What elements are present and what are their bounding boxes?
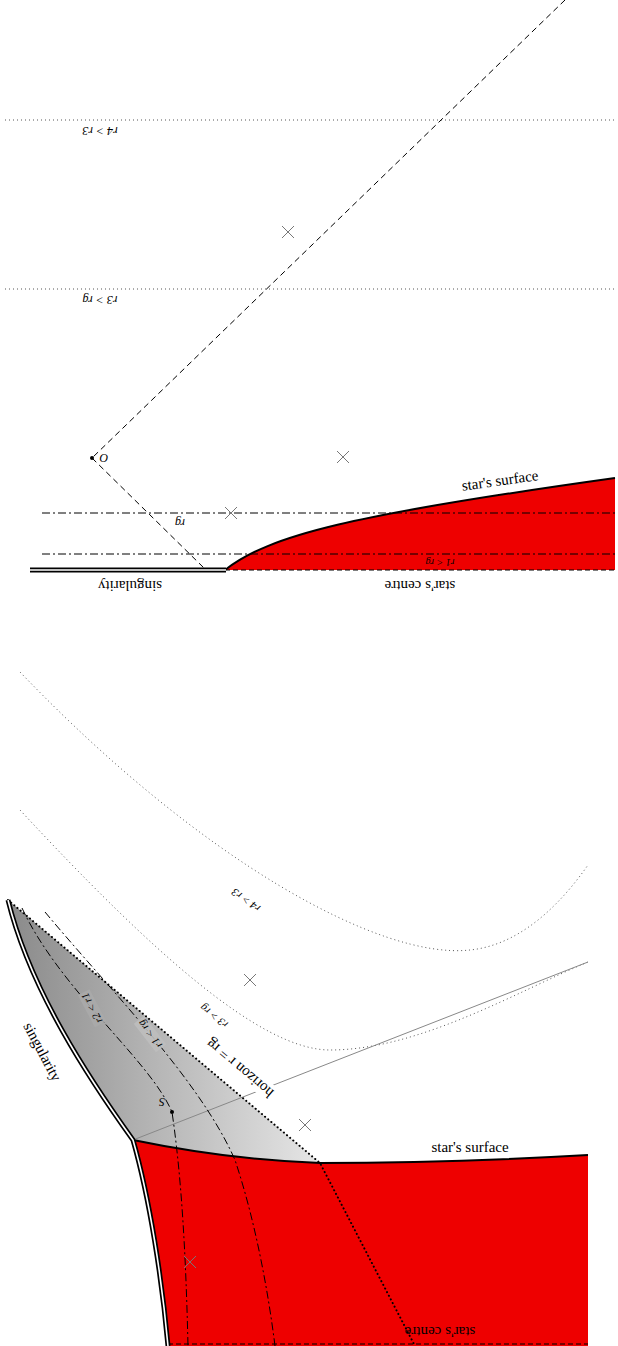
region-label: star's surface xyxy=(459,467,542,495)
radius-label: r4 > r3 xyxy=(227,884,264,916)
event-point xyxy=(170,1110,174,1114)
star-region xyxy=(225,478,615,570)
singularity-line xyxy=(8,900,168,1346)
singularity-line xyxy=(8,900,168,1346)
dash-dot-line xyxy=(42,554,615,555)
lower-panel xyxy=(8,672,588,1346)
upper-panel xyxy=(5,0,615,570)
cross-marks xyxy=(184,974,311,1268)
dotted-line xyxy=(5,120,615,121)
star-surface xyxy=(225,478,615,570)
region-label: star's surface xyxy=(429,1139,510,1156)
radius-label: r3 > rg xyxy=(81,293,120,307)
region-label: singularity xyxy=(18,1018,65,1086)
point-label: O xyxy=(98,451,111,465)
light-ray xyxy=(133,962,588,1140)
star-surface xyxy=(133,1140,588,1163)
region-label: star's centre xyxy=(383,577,458,594)
dash-dot-curve xyxy=(22,908,188,1346)
point-label: S xyxy=(157,1095,167,1109)
radius-label: r1 < rg xyxy=(134,1016,166,1052)
singularity-line xyxy=(30,568,226,573)
radius-label: rg xyxy=(173,516,187,530)
radius-label: r1 < rg xyxy=(423,556,456,568)
horizon-line xyxy=(8,900,415,1346)
light-ray xyxy=(92,0,565,458)
light-ray xyxy=(92,458,205,569)
radius-label: r4 > r3 xyxy=(80,124,119,138)
star-region xyxy=(133,1140,588,1346)
dotted-line xyxy=(5,289,615,290)
region-label: star's centre xyxy=(403,1323,478,1340)
cross-marks xyxy=(225,226,349,519)
observer-point xyxy=(90,456,94,460)
star-centre-line xyxy=(168,1343,588,1344)
dash-dot-line xyxy=(42,513,615,514)
region-label: singularity xyxy=(96,577,164,594)
dotted-curve xyxy=(20,672,588,951)
radius-label: r2 < r1 xyxy=(78,989,107,1027)
horizon-label: horizon r = rg xyxy=(201,1034,278,1103)
radius-label: r3 > rg xyxy=(196,1000,232,1032)
dotted-curve xyxy=(20,810,588,1050)
singularity-line xyxy=(30,569,226,571)
star-centre-line xyxy=(225,569,615,570)
